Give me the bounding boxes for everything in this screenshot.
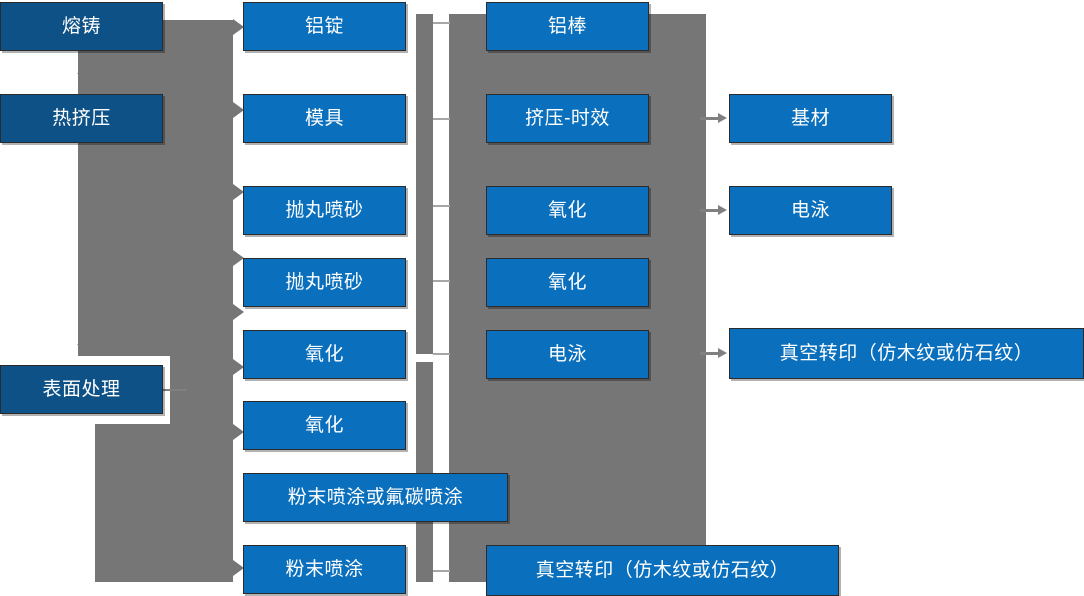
arrow-right-to-powder-coating-1 xyxy=(233,424,244,440)
node-electrophoresis-tr[interactable]: 电泳 xyxy=(486,330,649,379)
node-oxidation-op-1[interactable]: 氧化 xyxy=(243,330,406,379)
node-label: 基材 xyxy=(790,108,830,129)
tick-operation-3 xyxy=(433,205,450,207)
node-label: 粉末喷涂 xyxy=(285,559,364,580)
node-vacuum-transfer-out[interactable]: 真空转印（仿木纹或仿石纹） xyxy=(729,328,1084,379)
node-melting-casting[interactable]: 熔铸 xyxy=(0,2,163,51)
node-label: 氧化 xyxy=(547,272,587,293)
node-label: 抛丸喷砂 xyxy=(285,272,364,293)
tick-operation-5 xyxy=(433,353,450,355)
tick-operation-4 xyxy=(433,280,450,282)
node-label: 氧化 xyxy=(547,200,587,221)
arrow-right-to-shot-blasting-1 xyxy=(233,184,244,200)
arrow-right-to-oxidation-1 xyxy=(233,304,244,320)
node-label: 铝棒 xyxy=(547,16,587,37)
node-label: 熔铸 xyxy=(61,16,101,37)
node-label: 热挤压 xyxy=(52,108,111,129)
node-label: 粉末喷涂或氟碳喷涂 xyxy=(287,487,464,508)
arrow-right-to-shot-blasting-2 xyxy=(233,250,244,266)
node-extrusion-aging[interactable]: 挤压-时效 xyxy=(486,94,649,143)
node-label: 真空转印（仿木纹或仿石纹） xyxy=(779,343,1034,364)
node-label: 挤压-时效 xyxy=(525,108,610,129)
tick-operation-8 xyxy=(433,570,450,572)
node-label: 氧化 xyxy=(304,415,344,436)
node-shot-blasting-1[interactable]: 抛丸喷砂 xyxy=(243,186,406,235)
arrow-to-vacuum-transfer xyxy=(700,348,727,358)
connector-band-stage-vertical xyxy=(78,14,95,392)
arrow-to-electrophoresis xyxy=(700,205,727,215)
arrow-right-to-aluminium-ingot xyxy=(233,19,244,35)
arrow-down-to-hot-extrusion xyxy=(77,73,95,82)
node-powder-or-fluorocarbon-coating[interactable]: 粉末喷涂或氟碳喷涂 xyxy=(243,473,508,522)
node-label: 铝锭 xyxy=(304,16,344,37)
node-shot-blasting-2[interactable]: 抛丸喷砂 xyxy=(243,258,406,307)
node-hot-extrusion[interactable]: 热挤压 xyxy=(0,94,163,143)
node-aluminium-bar[interactable]: 铝棒 xyxy=(486,2,649,51)
connector-band-operation-lower xyxy=(416,362,433,582)
arrow-down-to-surface-treatment xyxy=(77,344,95,353)
connector-band-operation-upper xyxy=(416,14,433,354)
arrow-to-base-material xyxy=(700,113,727,123)
stub-surface-treatment xyxy=(163,389,187,391)
node-label: 抛丸喷砂 xyxy=(285,200,364,221)
node-electrophoresis-out[interactable]: 电泳 xyxy=(729,186,892,235)
node-oxidation-op-2[interactable]: 氧化 xyxy=(243,401,406,450)
tick-operation-2 xyxy=(433,118,450,120)
node-label: 表面处理 xyxy=(42,379,121,400)
arrow-right-to-oxidation-2 xyxy=(233,359,244,375)
node-base-material[interactable]: 基材 xyxy=(729,94,892,143)
node-vacuum-transfer-tr[interactable]: 真空转印（仿木纹或仿石纹） xyxy=(486,545,839,596)
node-label: 电泳 xyxy=(547,344,587,365)
node-label: 模具 xyxy=(304,108,344,129)
node-oxidation-tr-2[interactable]: 氧化 xyxy=(486,258,649,307)
node-label: 氧化 xyxy=(304,344,344,365)
node-surface-treatment[interactable]: 表面处理 xyxy=(0,365,163,414)
arrow-right-to-mould xyxy=(233,102,244,118)
node-powder-coating[interactable]: 粉末喷涂 xyxy=(243,545,406,594)
arrow-right-to-powder-coating-2 xyxy=(233,560,244,576)
node-mould[interactable]: 模具 xyxy=(243,94,406,143)
tick-operation-1 xyxy=(433,22,450,24)
node-label: 真空转印（仿木纹或仿石纹） xyxy=(535,560,790,581)
node-label: 电泳 xyxy=(790,200,830,221)
node-aluminium-ingot[interactable]: 铝锭 xyxy=(243,2,406,51)
node-oxidation-tr-1[interactable]: 氧化 xyxy=(486,186,649,235)
